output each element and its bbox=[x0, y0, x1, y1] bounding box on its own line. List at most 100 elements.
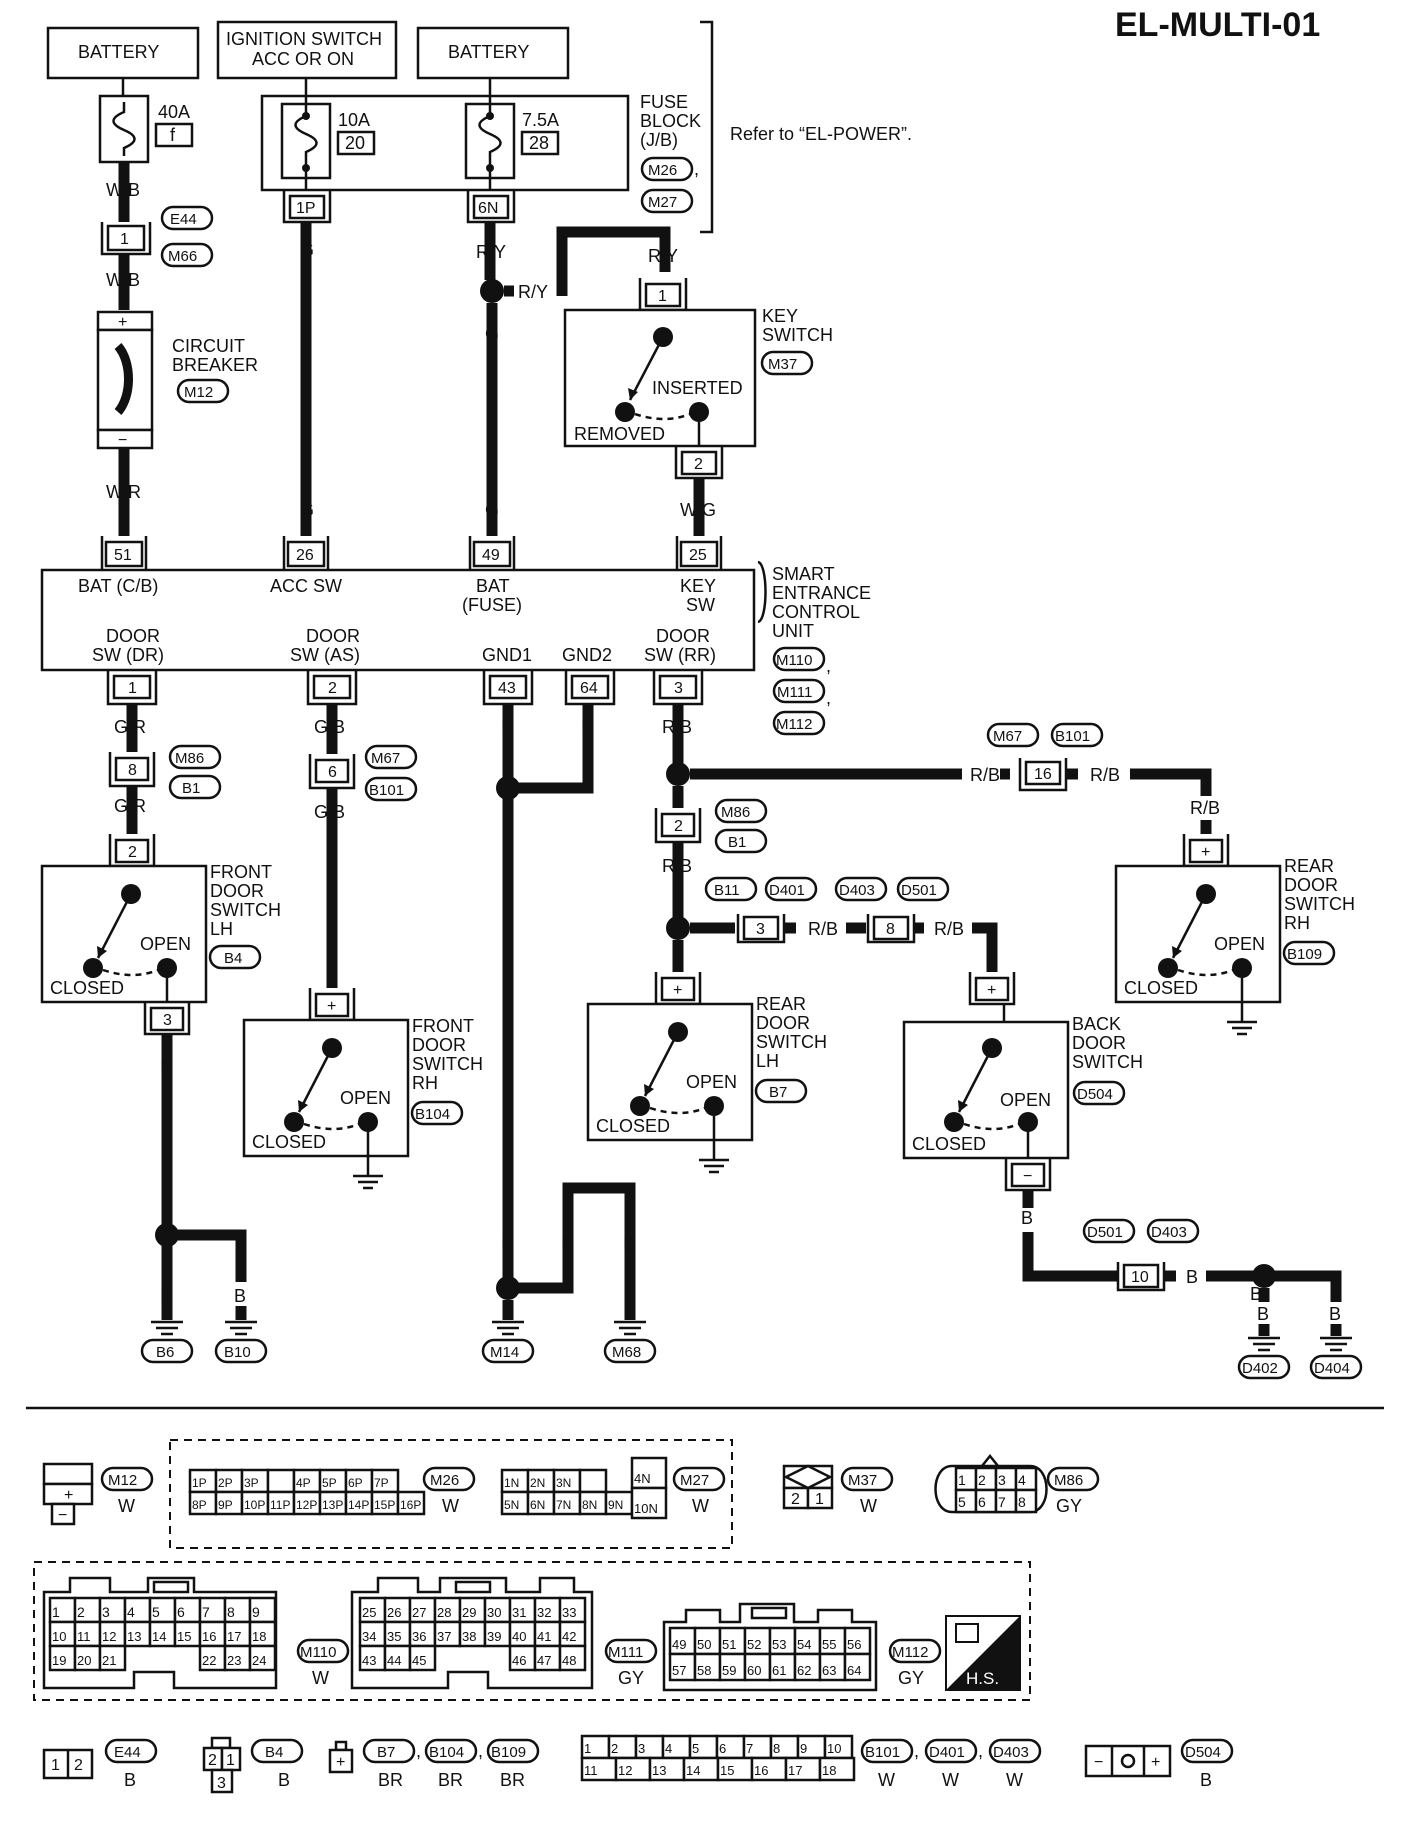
hs-icon: H.S. bbox=[945, 1615, 1021, 1691]
ground-m68: M68 bbox=[603, 1320, 657, 1364]
b101-r1c0-label: 11 bbox=[584, 1763, 598, 1778]
m111-r0c2-label: 27 bbox=[412, 1605, 426, 1620]
tag-b104: B104 bbox=[415, 1106, 450, 1123]
key-switch-label-2: SWITCH bbox=[762, 325, 833, 345]
legend-control-unit-frame bbox=[33, 1561, 1031, 1701]
m110-r0c8-label: 9 bbox=[252, 1604, 260, 1620]
wire-ry-splice: R/Y bbox=[518, 282, 548, 302]
b101-r1c3-label: 14 bbox=[686, 1763, 700, 1778]
m110-r1c7-label: 17 bbox=[227, 1629, 241, 1644]
ignition-label-2: ACC OR ON bbox=[252, 49, 354, 69]
pin-m86-8: 8 bbox=[128, 762, 137, 779]
removed-label: REMOVED bbox=[574, 424, 665, 444]
m111-r1c6-label: 40 bbox=[512, 1629, 526, 1644]
legend-b109-tag: B109 bbox=[491, 1744, 526, 1761]
tag-e44: E44 bbox=[170, 211, 197, 228]
m26-r0c6-label: 6P bbox=[348, 1476, 363, 1490]
legend-b4-tag: B4 bbox=[265, 1744, 283, 1761]
fuse-block-label-2: BLOCK bbox=[640, 111, 701, 131]
m110-r0c1-label: 2 bbox=[77, 1604, 85, 1620]
rrh-label-1: REAR bbox=[1284, 856, 1334, 876]
m112-r1c5-cavity bbox=[793, 1652, 822, 1682]
legend-b101-tag: B101 bbox=[865, 1744, 900, 1761]
ground-b10-label: B10 bbox=[224, 1344, 251, 1361]
m112-r1c7-cavity bbox=[843, 1652, 872, 1682]
m110-r2c3-label: 22 bbox=[202, 1653, 216, 1668]
pin-e44: 1 bbox=[120, 231, 129, 248]
legend-b109-color: BR bbox=[500, 1770, 525, 1790]
m27-r0c3-cavity bbox=[578, 1468, 608, 1494]
legend-m111-color: GY bbox=[618, 1668, 644, 1688]
pin-m86-2: 2 bbox=[674, 818, 683, 835]
m111-r2c4-cavity bbox=[533, 1644, 562, 1672]
tag-m86-a: M86 bbox=[175, 750, 204, 767]
tag-d401: D401 bbox=[769, 882, 805, 899]
tag-b4: B4 bbox=[224, 950, 242, 967]
cb-label-1: CIRCUIT bbox=[172, 336, 245, 356]
wire-wb-2: W/B bbox=[106, 270, 140, 290]
m86-r0c3-label: 4 bbox=[1018, 1472, 1026, 1488]
m112-r0c6-label: 55 bbox=[822, 1637, 836, 1652]
m27-10n-label: 10N bbox=[634, 1501, 658, 1516]
m111-r0c6-cavity bbox=[508, 1596, 537, 1624]
cu-name-3: CONTROL bbox=[772, 602, 860, 622]
m86-r0c0-label: 1 bbox=[958, 1472, 966, 1488]
pin-m67-6: 6 bbox=[328, 764, 337, 781]
legend-m12-minus: − bbox=[58, 1507, 67, 1524]
m110-r0c4-cavity bbox=[148, 1596, 177, 1624]
hs-label: H.S. bbox=[966, 1669, 999, 1688]
m112-r0c5-label: 54 bbox=[797, 1637, 811, 1652]
legend-d504-plus: + bbox=[1151, 1754, 1160, 1771]
m26-r1c6-label: 14P bbox=[348, 1498, 369, 1512]
rrh-label-2: DOOR bbox=[1284, 875, 1338, 895]
legend-b4: 2 1 3 B4 B bbox=[202, 1736, 304, 1794]
b101-r1c7-label: 18 bbox=[822, 1763, 836, 1778]
m110-r1c3-label: 13 bbox=[127, 1629, 141, 1644]
fuse-block-label-1: FUSE bbox=[640, 92, 688, 112]
pin-51: 51 bbox=[114, 547, 132, 564]
battery-left-label: BATTERY bbox=[78, 42, 159, 62]
legend-d504-color: B bbox=[1200, 1770, 1212, 1790]
back-label-3: SWITCH bbox=[1072, 1052, 1143, 1072]
m112-r1c4-cavity bbox=[768, 1652, 797, 1682]
tag-m27: M27 bbox=[648, 194, 677, 211]
legend-d401-tag: D401 bbox=[929, 1744, 965, 1761]
tag-d504: D504 bbox=[1077, 1086, 1113, 1103]
m110-r2c1-label: 20 bbox=[77, 1653, 91, 1668]
m110-r2c4-cavity bbox=[223, 1644, 252, 1672]
legend-b4-pin-2: 2 bbox=[208, 1752, 217, 1769]
wire-b-3: B bbox=[234, 1286, 246, 1306]
m26-r1c5-label: 13P bbox=[322, 1498, 343, 1512]
legend-b104-tag: B104 bbox=[429, 1744, 464, 1761]
wire-b-1: B bbox=[160, 1056, 172, 1076]
legend-m112-color: GY bbox=[898, 1668, 924, 1688]
m110-r0c5-label: 6 bbox=[177, 1604, 185, 1620]
wire-gb-1: G/B bbox=[314, 717, 345, 737]
legend-d401-sep: , bbox=[978, 1741, 983, 1761]
fuse-10a-id: 20 bbox=[345, 133, 365, 153]
m112-r1c0-cavity bbox=[668, 1652, 697, 1682]
fuse-7-5a-amp: 7.5A bbox=[522, 110, 559, 130]
m110-r0c2-label: 3 bbox=[102, 1604, 110, 1620]
fdl-open: OPEN bbox=[140, 934, 191, 954]
wire-b-2: B bbox=[160, 1286, 172, 1306]
m27-4n-label: 4N bbox=[634, 1471, 651, 1486]
rlh-closed: CLOSED bbox=[596, 1116, 670, 1136]
ground-d402: D402 bbox=[1237, 1336, 1291, 1380]
m26-r0c2-label: 3P bbox=[244, 1476, 259, 1490]
m26-r1c0-label: 8P bbox=[192, 1498, 207, 1512]
rrh-label-3: SWITCH bbox=[1284, 894, 1355, 914]
wire-wg: W/G bbox=[680, 500, 716, 520]
ground-d404: D404 bbox=[1309, 1336, 1363, 1380]
m111-r0c8-cavity bbox=[558, 1596, 587, 1624]
legend-m27-color: W bbox=[692, 1496, 709, 1516]
pin-d501-10: 10 bbox=[1131, 1269, 1149, 1286]
back-closed: CLOSED bbox=[912, 1134, 986, 1154]
m27-r1c4-label: 9N bbox=[608, 1498, 623, 1512]
page-title: EL-MULTI-01 bbox=[1115, 6, 1320, 44]
m111-r0c8-label: 33 bbox=[562, 1605, 576, 1620]
m86-r1c0-label: 5 bbox=[958, 1494, 966, 1510]
cu-door-rr-2: SW (RR) bbox=[644, 645, 716, 665]
legend-d504-tag: D504 bbox=[1185, 1744, 1221, 1761]
